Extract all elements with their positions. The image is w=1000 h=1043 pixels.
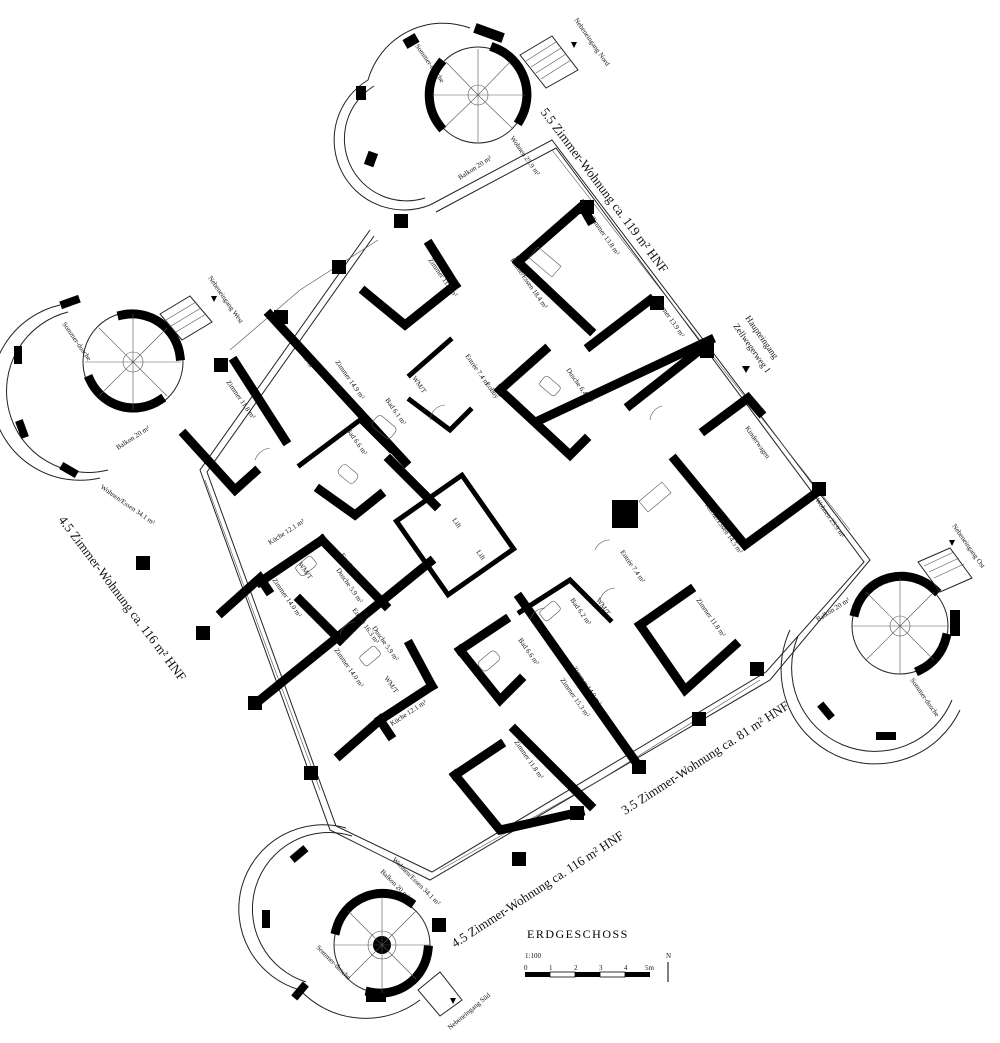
label-e-zimmer1: Zimmer 11.8 m²	[694, 597, 727, 639]
label-apartment-west: 4.5 Zimmer-Wohnung ca. 116 m² HNF	[56, 513, 190, 684]
label-w-zimmer2: Zimmer 15.3 m²	[283, 329, 316, 371]
scale-tick-2: 2	[574, 964, 578, 972]
label-e-wohnen: Wohnen 25.9 m²	[813, 497, 846, 540]
sanitary-fixtures	[295, 246, 672, 672]
stair-tower-east	[780, 540, 973, 765]
label-lobby: Lobby	[483, 381, 500, 401]
label-apartment-north: 5.5 Zimmer-Wohnung ca. 119 m² HNF	[538, 105, 672, 276]
outer-facade	[199, 139, 871, 881]
label-n-balkon: Balkon 20 m²	[457, 154, 493, 182]
scale-tick-5: 5m	[645, 964, 655, 972]
label-e-entree: Entrée 7.4 m²	[618, 549, 646, 585]
scale-tick-4: 4	[624, 964, 628, 972]
interior-walls	[178, 198, 827, 836]
main-entrance-arrow	[742, 366, 750, 373]
room-labels: Wohnen 25.9 m² Balkon 20 m² Sommer-dusch…	[60, 43, 941, 982]
label-side-entrance-south: Nebeneingang Süd	[446, 991, 492, 1032]
label-s-sommer: Sommer-dusche	[315, 944, 353, 982]
label-w-balkon: Balkon 20 m²	[115, 424, 151, 452]
label-w-wohnen: Wohnen/Essen 34.1 m²	[99, 483, 157, 527]
scale-ratio: 1:100	[525, 952, 541, 960]
label-w-bad1: Bad 6.1 m²	[383, 397, 407, 427]
label-w-bad2: Bad 6.6 m²	[344, 427, 368, 457]
label-c-wm1: WM/T	[296, 561, 314, 582]
label-c-wm2: WM/T	[382, 675, 400, 696]
label-e-sommer: Sommer-dusche	[908, 677, 941, 719]
stair-tower-north	[333, 22, 579, 211]
label-side-entrance-north: Nebeneingang Nord	[572, 17, 611, 68]
title-block: ERDGESCHOSS 1:100 0 1 2 3 4 5m N	[524, 927, 671, 982]
door-swings	[254, 404, 663, 636]
label-side-entrance-west: Nebeneingang West	[206, 275, 245, 325]
label-n-zimmer2: Zimmer 13.9 m²	[653, 297, 686, 339]
label-e-balkon: Balkon 20 m²	[815, 596, 851, 624]
plan-title: ERDGESCHOSS	[527, 927, 629, 941]
label-c-zimmer2: Zimmer 14.0 m²	[332, 647, 365, 689]
label-side-entrance-east: Nebeneingang Ost	[950, 523, 986, 570]
label-w-sommer: Sommer-dusche	[60, 321, 93, 363]
scale-tick-0: 0	[524, 964, 528, 972]
label-n-zimmer1: Zimmer 13.8 m²	[588, 215, 621, 257]
apartment-labels: 5.5 Zimmer-Wohnung ca. 119 m² HNF 4.5 Zi…	[56, 105, 792, 951]
scale-bar	[525, 971, 650, 978]
label-e-kueche: Küche/Essen 14.5 m²	[703, 502, 744, 556]
label-c-kueche1: Küche 12.1 m²	[267, 517, 306, 546]
label-lift-1: Lift	[450, 517, 463, 530]
scale-tick-3: 3	[599, 964, 603, 972]
facade-columns	[136, 200, 826, 932]
stair-tower-south	[238, 824, 463, 1019]
label-lift-2: Lift	[474, 549, 487, 562]
stair-tower-west	[0, 294, 217, 481]
scale-tick-1: 1	[549, 964, 553, 972]
label-e-bad2: Bad 6.6 m²	[516, 637, 540, 667]
label-w-wm: WM/T	[410, 375, 428, 396]
north-letter: N	[666, 952, 671, 960]
label-e-kinder: Kinderwagen	[743, 425, 771, 461]
